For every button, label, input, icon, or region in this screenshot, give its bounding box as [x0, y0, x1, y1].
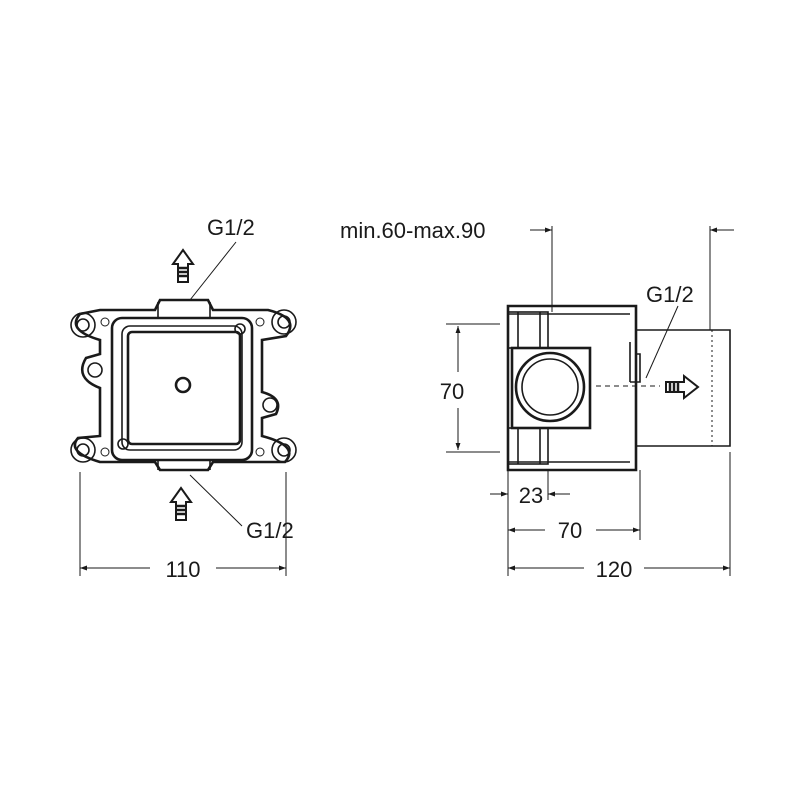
bottom-port-tab	[157, 460, 211, 470]
mounting-ear-hole	[271, 437, 297, 463]
thread-label-bottom: G1/2	[246, 518, 294, 543]
side-hole	[87, 362, 103, 378]
side-port-circle	[514, 351, 586, 423]
dimension-offset-label: 23	[519, 483, 543, 508]
mounting-ear-inner	[76, 443, 90, 457]
mounting-ear-inner	[76, 318, 90, 332]
side-port-inner	[521, 358, 579, 416]
side-port-housing	[510, 346, 592, 430]
mounting-ear-hole	[271, 309, 297, 335]
side-view: G1/2 min.60-max.90 70 23 70 120	[340, 218, 734, 582]
side-body	[506, 304, 638, 472]
valve-cover	[126, 330, 242, 446]
top-port-tab	[157, 302, 211, 318]
dimension-width-label: 110	[165, 557, 200, 582]
cover-screw	[117, 438, 129, 450]
mounting-ear-hole	[70, 437, 96, 463]
depth-range-label: min.60-max.90	[340, 218, 486, 243]
bolt-hole	[100, 447, 110, 457]
cover-screw	[234, 323, 246, 335]
outlet-boss	[629, 342, 641, 383]
mounting-ear-inner	[277, 315, 291, 329]
leader-line	[645, 305, 679, 379]
right-arrow-icon	[665, 373, 700, 401]
leader-line	[189, 241, 237, 301]
up-arrow-icon	[171, 248, 195, 283]
extension-sleeve	[636, 329, 731, 447]
center-hole	[174, 376, 192, 394]
dimension-body-depth-label: 70	[558, 518, 582, 543]
side-flange-top	[507, 311, 549, 349]
leader-line	[189, 474, 243, 527]
valve-body-outer	[110, 316, 254, 462]
dimension-total-depth-label: 120	[596, 557, 633, 582]
mounting-ear-inner	[277, 443, 291, 457]
dimension-height-label: 70	[440, 379, 464, 404]
front-view: G1/2 G1/2 110	[70, 215, 297, 582]
side-hole	[262, 397, 278, 413]
thread-label-top: G1/2	[207, 215, 255, 240]
side-body-rim	[508, 313, 630, 463]
bolt-hole	[100, 317, 110, 327]
side-flange-bottom	[507, 427, 549, 465]
bolt-hole	[255, 317, 265, 327]
thread-label-side: G1/2	[646, 282, 694, 307]
mounting-ear-hole	[70, 312, 96, 338]
up-arrow-icon	[169, 486, 193, 521]
bolt-hole	[255, 447, 265, 457]
valve-body-inner	[121, 325, 243, 451]
side-flange-detail	[517, 312, 541, 464]
